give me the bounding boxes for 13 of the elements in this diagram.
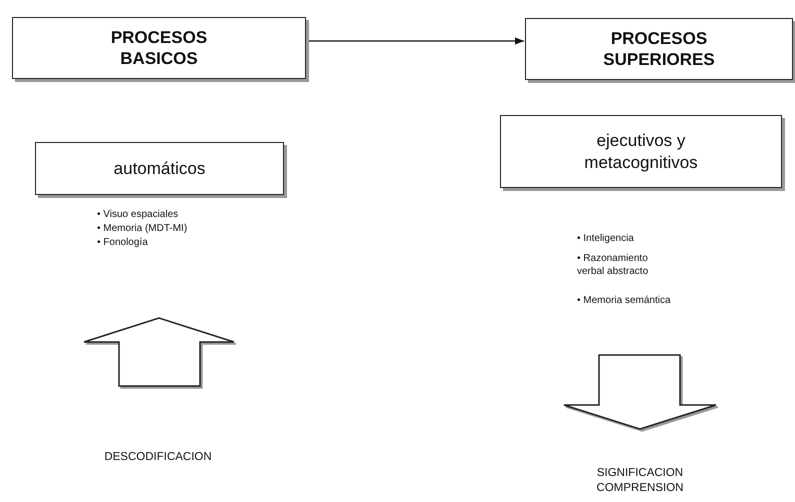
bullet-item: • Memoria (MDT-MI) [97,222,188,235]
bullet-item: • Razonamiento verbal abstracto [577,252,650,278]
arrow [308,37,524,45]
bullet-item: • Inteligencia [577,232,634,245]
process-box: PROCESOS SUPERIORES [525,18,793,80]
process-box: automáticos [35,142,284,195]
caption-text: SIGNIFICACION COMPRENSION [596,466,684,496]
bullet-item: • Fonología [97,236,148,249]
bullet-item: • Memoria semántica [577,294,671,307]
caption-text: DESCODIFICACION [103,450,213,465]
bullet-item: • Visuo espaciales [97,208,178,221]
process-box: PROCESOS BASICOS [12,17,306,79]
process-box: ejecutivos y metacognitivos [500,115,782,188]
